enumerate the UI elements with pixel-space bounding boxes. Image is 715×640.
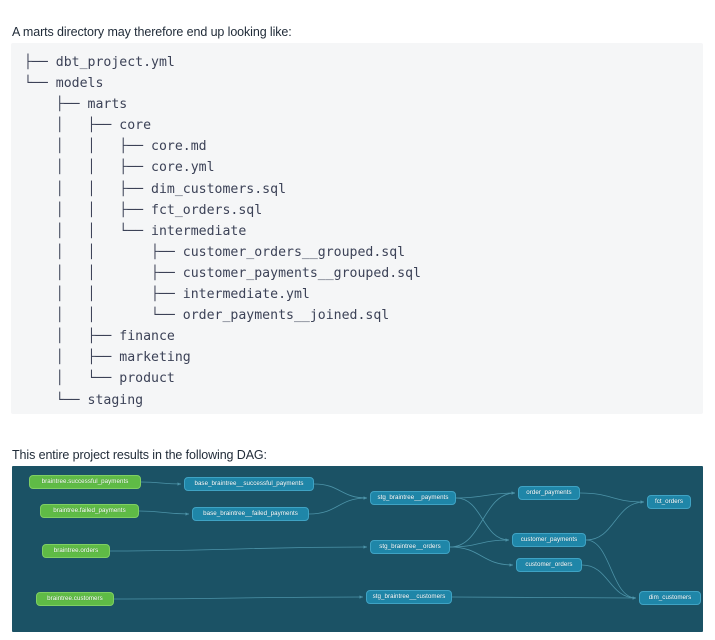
dag-edge-stg_braintree__orders--customer_orders (449, 546, 514, 567)
dag-node-customer_orders[interactable]: customer_orders (516, 558, 582, 572)
dag-node-stg_braintree__customers[interactable]: stg_braintree__customers (366, 590, 452, 604)
directory-tree-code-block: ├── dbt_project.yml └── models ├── marts… (11, 43, 703, 414)
dag-edge-braintree_failed_payments--base_braintree__failed_payments (138, 510, 190, 516)
dag-edge-stg_braintree__payments--customer_payments (455, 497, 510, 542)
dag-edge-stg_braintree__payments--order_payments (455, 491, 516, 499)
dag-node-base_braintree__failed_payments[interactable]: base_braintree__failed_payments (192, 507, 309, 521)
dag-node-braintree_failed_payments[interactable]: braintree.failed_payments (40, 504, 139, 518)
directory-tree-text: ├── dbt_project.yml └── models ├── marts… (24, 55, 421, 408)
dag-node-customer_payments[interactable]: customer_payments (512, 533, 586, 547)
dag-edge-stg_braintree__orders--order_payments (449, 491, 516, 548)
dag-edge-base_braintree__successful_payments--stg_braintree__payments (313, 483, 368, 500)
dag-node-order_payments[interactable]: order_payments (518, 486, 580, 500)
dag-edge-customer_payments--fct_orders (585, 500, 645, 541)
dag-edge-stg_braintree__customers--dim_customers (451, 596, 637, 600)
dag-edge-braintree_customers--stg_braintree__customers (113, 595, 364, 600)
paragraph-marts-directory: A marts directory may therefore end up l… (12, 24, 292, 39)
dag-edge-customer_orders--dim_customers (581, 564, 637, 600)
dag-edge-stg_braintree__orders--customer_payments (449, 538, 510, 548)
dag-node-braintree_orders[interactable]: braintree.orders (42, 544, 110, 558)
dag-edge-customer_payments--dim_customers (585, 539, 637, 600)
dag-node-braintree_successful_payments[interactable]: braintree.successful_payments (29, 475, 141, 489)
dag-edge-layer (109, 481, 645, 600)
dag-node-base_braintree__successful_payments[interactable]: base_braintree__successful_payments (184, 477, 314, 491)
dag-edge-braintree_orders--stg_braintree__orders (109, 545, 368, 552)
dag-edge-base_braintree__failed_payments--stg_braintree__payments (308, 496, 368, 515)
dag-edge-braintree_successful_payments--base_braintree__successful_payments (140, 481, 182, 486)
dag-node-dim_customers[interactable]: dim_customers (639, 591, 701, 605)
paragraph-dag-intro: This entire project results in the follo… (12, 447, 267, 462)
dag-edge-order_payments--fct_orders (579, 492, 645, 504)
dag-node-fct_orders[interactable]: fct_orders (647, 495, 691, 509)
dag-node-braintree_customers[interactable]: braintree.customers (36, 592, 114, 606)
dag-node-stg_braintree__payments[interactable]: stg_braintree__payments (370, 491, 456, 505)
dag-node-stg_braintree__orders[interactable]: stg_braintree__orders (370, 540, 450, 554)
dag-diagram[interactable]: braintree.successful_payments braintree.f… (12, 466, 703, 632)
